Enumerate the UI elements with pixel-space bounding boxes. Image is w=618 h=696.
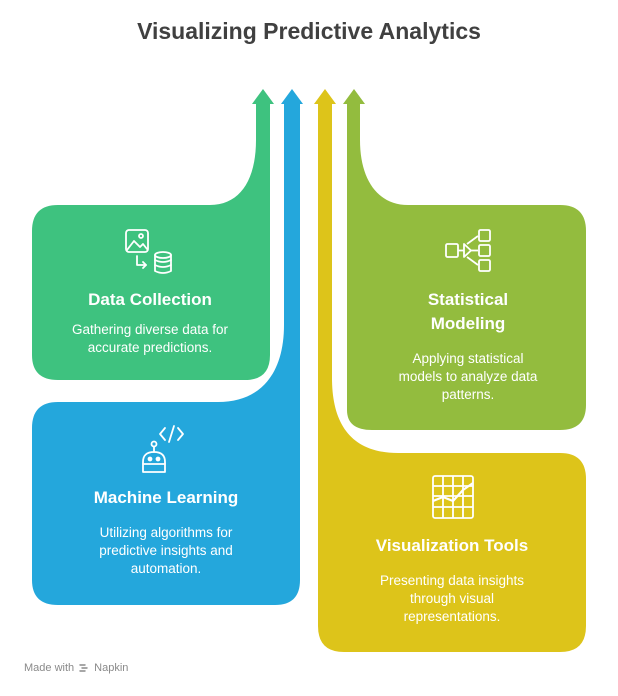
statistical-modeling-arrow	[343, 89, 365, 104]
statistical-modeling-text: Statistical Modeling Applying statistica…	[378, 288, 558, 404]
footer-brand: Napkin	[94, 662, 129, 674]
data-collection-description: Gathering diverse data for accurate pred…	[71, 322, 229, 355]
data-collection-shape	[32, 104, 270, 380]
footer: Made with Napkin	[24, 662, 128, 674]
napkin-logo-icon	[79, 664, 88, 672]
visualization-tools-shape	[318, 104, 586, 652]
machine-learning-description: Utilizing algorithms for predictive insi…	[99, 525, 233, 576]
visualization-tools-text: Visualization Tools Presenting data insi…	[356, 534, 548, 626]
chart-grid-icon	[432, 475, 474, 519]
statistical-modeling-title: Statistical Modeling	[427, 290, 509, 333]
data-collection-title: Data Collection	[88, 290, 212, 309]
machine-learning-shape	[32, 104, 300, 605]
statistical-modeling-shape	[347, 104, 586, 430]
machine-learning-arrow	[281, 89, 303, 104]
visualization-tools-description: Presenting data insights through visual …	[379, 573, 525, 624]
footer-text: Made with	[24, 662, 75, 674]
page-title: Visualizing Predictive Analytics	[137, 18, 481, 44]
visualization-tools-arrow	[314, 89, 336, 104]
machine-learning-title: Machine Learning	[93, 488, 239, 507]
statistical-modeling-description: Applying statistical models to analyze d…	[398, 351, 538, 402]
data-transfer-icon	[125, 229, 172, 274]
visualization-tools-title: Visualization Tools	[375, 536, 529, 555]
hierarchy-icon	[445, 229, 491, 272]
robot-code-icon	[142, 425, 184, 473]
data-collection-arrow	[252, 89, 274, 104]
data-collection-text: Data Collection Gathering diverse data f…	[50, 288, 250, 357]
machine-learning-text: Machine Learning Utilizing algorithms fo…	[66, 486, 266, 578]
